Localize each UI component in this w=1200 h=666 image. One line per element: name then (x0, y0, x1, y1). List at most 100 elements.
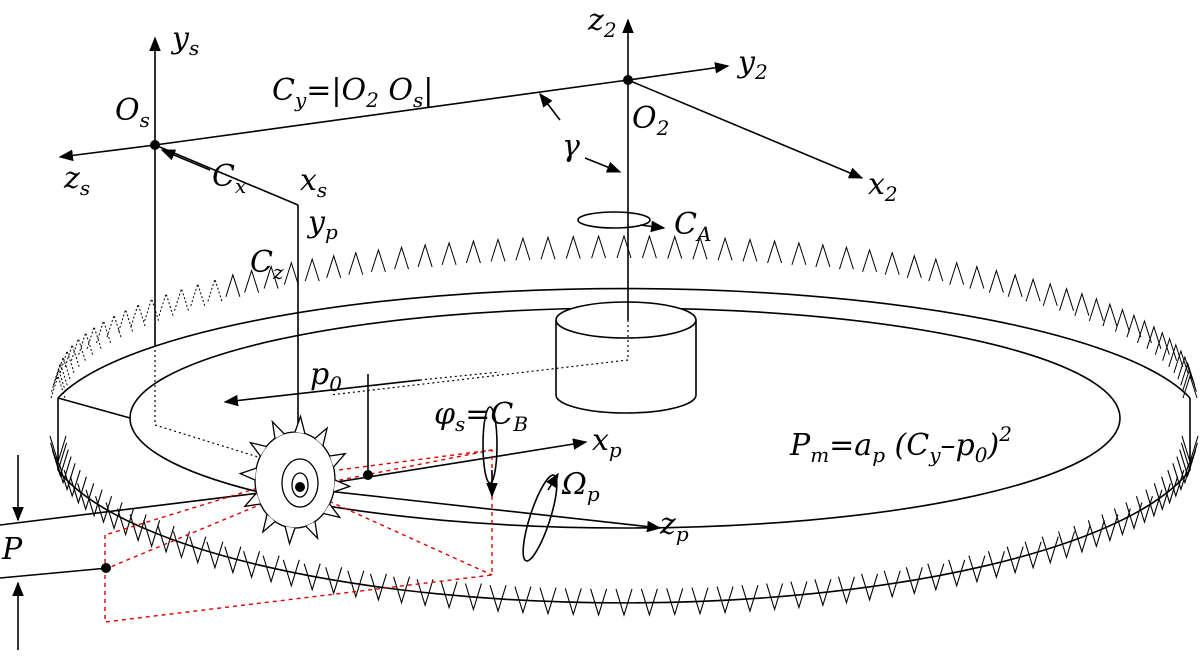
point-cutter-center (295, 482, 305, 492)
label-ys: ys (172, 21, 200, 60)
label-zp: zp (660, 507, 689, 546)
gear-tooth (791, 241, 807, 266)
ring-gear-bottom-edge (57, 469, 1191, 604)
label-os: Os (115, 93, 150, 132)
axis-zs-ys-line (154, 79, 629, 146)
omega-rotation (522, 474, 558, 562)
gear-tooth (394, 245, 410, 270)
label-cx: Cx (212, 159, 247, 198)
gear-tooth (69, 476, 87, 505)
gear-tooth (1087, 520, 1105, 549)
gear-tooth (1146, 325, 1162, 349)
gear-tooth (927, 563, 945, 592)
gear-tooth (117, 508, 135, 537)
axis-y2 (627, 62, 730, 81)
gear-tooth (514, 586, 532, 615)
gear-tooth (1088, 297, 1104, 322)
gear-tooth (862, 248, 878, 273)
gear-tooth (464, 583, 482, 612)
label-p0: p0 (310, 357, 342, 396)
cutter-tooth (243, 492, 261, 508)
gear-tooth (790, 581, 808, 610)
gear-tooth (948, 559, 966, 588)
gear-tooth (1154, 331, 1170, 355)
cutter-tooth (284, 526, 296, 546)
axis-x2 (627, 79, 864, 179)
gear-tooth (540, 235, 556, 260)
gear-tooth (884, 251, 900, 275)
gear-tooth (50, 442, 68, 471)
ring-gear-inner-left-wall (57, 397, 131, 419)
gear-tooth (1007, 273, 1023, 297)
gear-tooth (1176, 456, 1194, 485)
gear-tooth (616, 234, 632, 259)
gear-tooth (283, 261, 299, 285)
gear-tooth (326, 254, 342, 278)
gear-tooth (1167, 469, 1185, 498)
gear-tooth (564, 588, 582, 617)
gear-tooth (243, 551, 261, 580)
gear-tooth (490, 237, 506, 262)
gear-tooth (144, 297, 160, 322)
gear-tooth (767, 239, 783, 264)
gear-tooth (905, 567, 923, 596)
gear-tooth (244, 268, 260, 293)
gear-tooth (692, 235, 708, 260)
gear-tooth (987, 551, 1005, 580)
gear-tooth (1024, 541, 1042, 570)
point-o2 (623, 75, 633, 85)
gear-tooth (440, 581, 458, 610)
gear-tooth (129, 514, 147, 543)
axis-zp (299, 487, 662, 533)
gear-tooth (489, 585, 507, 614)
label-zs: zs (64, 161, 91, 200)
gear-tooth (95, 495, 113, 525)
gear-tooth (591, 234, 607, 259)
gear-tooth (1073, 525, 1091, 554)
label-gamma: γ (562, 129, 580, 164)
gear-tooth (515, 236, 531, 261)
gear-tooth (417, 243, 433, 268)
point-os (150, 140, 160, 150)
gear-tooth (370, 248, 386, 273)
gear-tooth (1126, 313, 1142, 338)
gear-tooth (189, 536, 207, 565)
gear-tooth (717, 236, 733, 261)
label-xp: xp (592, 423, 622, 462)
axis-xp (299, 438, 588, 489)
gear-tooth (1153, 483, 1171, 512)
point-p (101, 563, 111, 573)
gear-tooth (130, 302, 146, 327)
ring-gear-teeth-front (49, 435, 1199, 617)
gear-tooth (1145, 489, 1163, 518)
gear-tooth (928, 257, 944, 282)
ring-gear-outer-top-edge (57, 287, 1191, 399)
gear-tooth (716, 586, 734, 615)
gear-tooth (225, 273, 241, 297)
label-cz: Cz (250, 245, 284, 284)
cutter-tooth (305, 521, 319, 541)
gear-tooth (263, 264, 279, 289)
gear-tooth (837, 576, 855, 605)
gear-tooth (347, 570, 365, 599)
cx-arrow (160, 149, 211, 171)
axes (0, 18, 864, 650)
cutter-tooth (294, 414, 306, 434)
gear-tooth (63, 469, 81, 498)
label-y2: y2 (738, 45, 768, 84)
cutter-tooth (248, 441, 267, 457)
gear-tooth (691, 587, 709, 616)
gear-tooth (207, 277, 223, 302)
equation-phi: φs=CB (434, 397, 529, 436)
gear-tooth (565, 234, 581, 259)
gear-tooth (766, 583, 784, 612)
gear-tooth (118, 308, 134, 332)
p0-arrow (223, 379, 421, 407)
label-p: P (2, 532, 23, 567)
gear-tooth (172, 531, 191, 560)
gear-tooth (86, 325, 102, 349)
gear-tooth (640, 588, 658, 617)
label-yp: yp (308, 205, 338, 244)
label-xs: xs (300, 163, 328, 202)
label-ca: CA (674, 207, 712, 246)
